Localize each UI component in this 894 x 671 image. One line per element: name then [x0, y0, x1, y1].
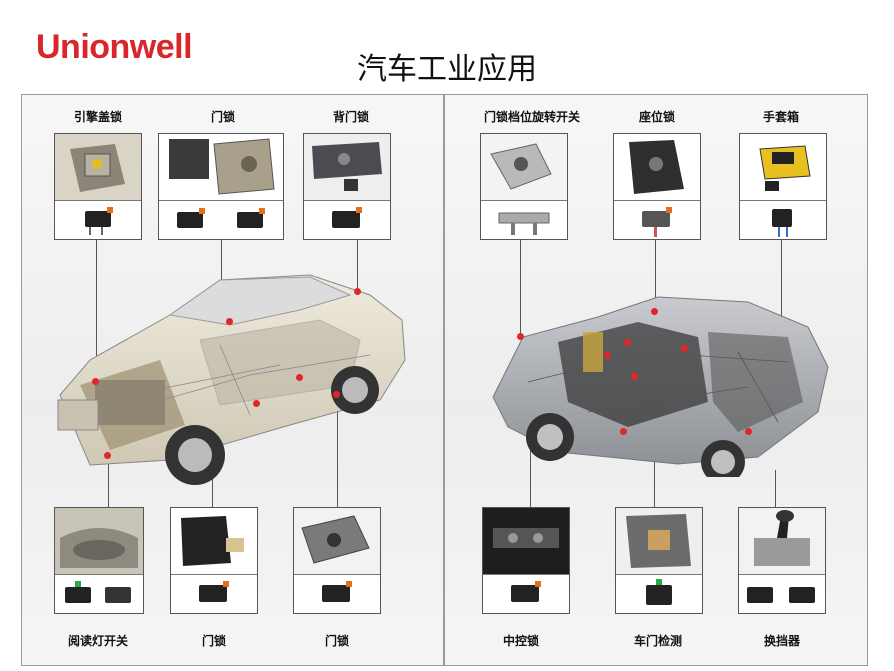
page-title: 汽车工业应用 [357, 52, 537, 87]
product-card-central-lock [482, 507, 570, 614]
connector-line [357, 240, 358, 290]
label-seat-lock: 座位锁 [638, 110, 675, 124]
label-door-detection: 车门检测 [633, 634, 682, 648]
sports-car-cutaway-illustration [492, 296, 829, 477]
product-card-seat-lock [613, 133, 701, 240]
micro-switch-photo-pair [159, 201, 283, 239]
micro-switch-photo-pair [55, 575, 143, 613]
micro-switch-photo [171, 575, 257, 613]
connector-line [775, 470, 776, 507]
marker-dot [104, 452, 111, 459]
micro-switch-photo [294, 575, 380, 613]
connector-line [337, 395, 338, 507]
marker-dot [651, 308, 658, 315]
marker-dot [604, 352, 611, 359]
rotary-switch-photo [481, 201, 567, 239]
label-back-door-lock: 背门锁 [332, 110, 369, 124]
marker-dot [226, 318, 233, 325]
product-card-door-lock-bottom-1 [170, 507, 258, 614]
product-card-glove-box [739, 133, 827, 240]
micro-switch-photo [614, 201, 700, 239]
label-glove-box: 手套箱 [762, 110, 799, 124]
latch-photo [304, 134, 390, 201]
latch-photo [159, 134, 283, 201]
latch-photo [294, 508, 380, 575]
marker-dot [296, 374, 303, 381]
interior-photo [483, 508, 569, 575]
marker-dot [745, 428, 752, 435]
label-door-lock-bottom-2: 门锁 [324, 634, 349, 648]
connector-line [530, 440, 531, 507]
micro-switch-photo [740, 201, 826, 239]
label-hood-lock: 引擎盖锁 [73, 110, 122, 124]
connector-line [781, 240, 782, 330]
product-card-door-lock-top [158, 133, 284, 240]
connector-line [108, 455, 109, 507]
latch-photo [171, 508, 257, 575]
latch-photo [616, 508, 702, 575]
shifter-photo [739, 508, 825, 575]
latch-photo [55, 134, 141, 201]
dome-light-photo [55, 508, 143, 575]
marker-dot [253, 400, 260, 407]
marker-dot [631, 373, 638, 380]
micro-switch-photo-pair [739, 575, 825, 613]
product-card-reading-light-switch [54, 507, 144, 614]
product-card-hood-lock [54, 133, 142, 240]
label-door-gear-rotary-switch: 门锁档位旋转开关 [483, 110, 580, 124]
connector-line [654, 445, 655, 507]
marker-dot [354, 288, 361, 295]
latch-photo [740, 134, 826, 201]
product-card-gear-shifter [738, 507, 826, 614]
label-gear-shifter: 换挡器 [763, 634, 800, 648]
latch-photo [481, 134, 567, 201]
marker-dot [681, 345, 688, 352]
micro-switch-photo [55, 201, 141, 239]
marker-dot [624, 339, 631, 346]
brand-logo: Unionwell [36, 28, 193, 66]
product-card-door-gear-rotary-switch [480, 133, 568, 240]
latch-photo [614, 134, 700, 201]
product-card-door-lock-bottom-2 [293, 507, 381, 614]
micro-switch-photo [616, 575, 702, 613]
marker-dot [620, 428, 627, 435]
connector-line [520, 240, 521, 335]
marker-dot [333, 391, 340, 398]
micro-switch-photo [483, 575, 569, 613]
product-card-door-detection [615, 507, 703, 614]
micro-switch-photo [304, 201, 390, 239]
marker-dot [517, 333, 524, 340]
label-door-lock-bottom-1: 门锁 [201, 634, 226, 648]
connector-line [96, 240, 97, 380]
product-card-back-door-lock [303, 133, 391, 240]
sedan-cutaway-illustration [57, 274, 406, 485]
connector-line [655, 240, 656, 310]
label-reading-light-switch: 阅读灯开关 [67, 634, 128, 648]
marker-dot [92, 378, 99, 385]
label-central-lock: 中控锁 [502, 634, 539, 648]
label-door-lock-top: 门锁 [210, 110, 235, 124]
